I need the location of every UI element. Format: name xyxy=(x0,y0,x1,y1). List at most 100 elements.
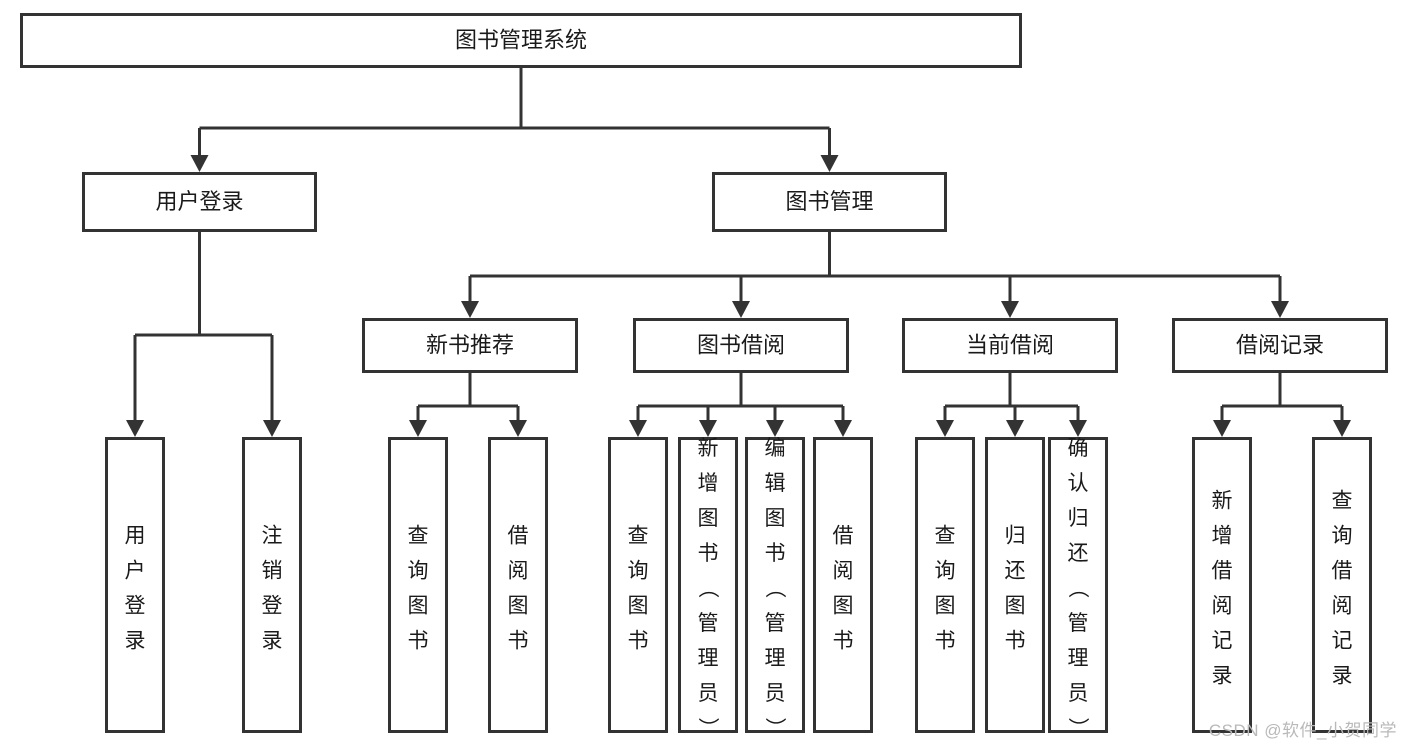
node-label-char: 借 xyxy=(1212,559,1233,582)
node-book-borrow[interactable]: 图书借阅 xyxy=(633,318,849,373)
node-label-char: 增 xyxy=(1212,524,1233,547)
node-label-char: 归 xyxy=(1005,524,1026,547)
node-label-char: 记 xyxy=(1212,629,1233,652)
node-borrow-record[interactable]: 借阅记录 xyxy=(1172,318,1388,373)
arrow-head xyxy=(1069,420,1087,437)
node-label-char: 图 xyxy=(833,594,854,617)
node-current-borrow[interactable]: 当前借阅 xyxy=(902,318,1118,373)
arrow-head xyxy=(820,155,839,172)
node-label-char: 借 xyxy=(1332,559,1353,582)
node-label-char: 登 xyxy=(262,594,283,617)
node-leaf-user-login[interactable]: 用户登录 xyxy=(105,437,165,733)
node-box xyxy=(608,437,668,733)
node-user-login[interactable]: 用户登录 xyxy=(82,172,317,232)
node-label: 当前借阅 xyxy=(966,332,1054,357)
node-label-char: 图 xyxy=(508,594,529,617)
node-new-book-recommend[interactable]: 新书推荐 xyxy=(362,318,578,373)
node-book-management[interactable]: 图书管理 xyxy=(712,172,947,232)
node-label-char: 查 xyxy=(628,524,649,547)
node-label-char: （ xyxy=(696,577,719,598)
node-label: 图书借阅 xyxy=(697,332,785,357)
arrow-head xyxy=(1006,420,1024,437)
node-layer: 图书管理系统用户登录图书管理新书推荐图书借阅当前借阅借阅记录用户登录注销登录查询… xyxy=(20,13,1388,739)
arrow-head xyxy=(732,301,750,318)
node-label-char: 图 xyxy=(935,594,956,617)
node-label-char: 书 xyxy=(935,629,956,652)
node-label-char: 销 xyxy=(262,559,283,582)
node-label-char: 员 xyxy=(765,682,786,705)
node-label-char: 录 xyxy=(262,629,283,652)
node-label: 用户登录 xyxy=(155,189,243,214)
node-label-char: 管 xyxy=(1068,612,1089,635)
node-box xyxy=(82,172,317,232)
node-label-char: 书 xyxy=(698,542,719,565)
node-box xyxy=(242,437,302,733)
node-label-char: 阅 xyxy=(508,559,529,582)
node-label-char: 图 xyxy=(698,507,719,530)
node-label-char: 还 xyxy=(1068,542,1089,565)
node-label-char: 员 xyxy=(698,682,719,705)
node-label-char: 询 xyxy=(408,559,429,582)
node-label-char: ） xyxy=(1066,717,1089,738)
node-label-char: 新 xyxy=(1212,489,1233,512)
node-label-char: 书 xyxy=(833,629,854,652)
node-label-char: 询 xyxy=(1332,524,1353,547)
node-label-char: 新 xyxy=(698,437,719,460)
node-box xyxy=(1172,318,1388,373)
arrow-head xyxy=(834,420,852,437)
arrow-head xyxy=(126,420,144,437)
node-label-char: 查 xyxy=(935,524,956,547)
node-label-char: 管 xyxy=(765,612,786,635)
node-label-char: 增 xyxy=(698,472,719,495)
node-label-char: 理 xyxy=(1068,647,1089,670)
node-box xyxy=(813,437,873,733)
node-label-char: 借 xyxy=(508,524,529,547)
node-label-char: 借 xyxy=(833,524,854,547)
node-root[interactable]: 图书管理系统 xyxy=(20,13,1022,68)
node-label-char: ） xyxy=(763,717,786,738)
arrow-head xyxy=(1333,420,1351,437)
node-label-char: 书 xyxy=(628,629,649,652)
node-box xyxy=(20,13,1022,68)
node-label-char: 编 xyxy=(765,437,786,460)
node-label-char: 记 xyxy=(1332,629,1353,652)
node-label-char: 辑 xyxy=(765,472,786,495)
node-box xyxy=(985,437,1045,733)
node-box xyxy=(902,318,1118,373)
node-label-char: 理 xyxy=(765,647,786,670)
node-label-char: 户 xyxy=(125,559,146,582)
arrow-head xyxy=(936,420,954,437)
node-label-char: ） xyxy=(696,717,719,738)
arrow-head xyxy=(409,420,427,437)
node-label-char: 阅 xyxy=(1212,594,1233,617)
node-label: 新书推荐 xyxy=(426,332,514,357)
node-label-char: 理 xyxy=(698,647,719,670)
node-label-char: 员 xyxy=(1068,682,1089,705)
node-label-char: 录 xyxy=(125,629,146,652)
node-box xyxy=(388,437,448,733)
node-label-char: 注 xyxy=(262,524,283,547)
node-box xyxy=(712,172,947,232)
node-box xyxy=(362,318,578,373)
node-label-char: 登 xyxy=(125,594,146,617)
node-label: 借阅记录 xyxy=(1236,332,1324,357)
node-box xyxy=(1192,437,1252,733)
watermark-label: CSDN @软件_小贺同学 xyxy=(1208,721,1397,740)
node-label-char: 询 xyxy=(935,559,956,582)
node-box xyxy=(745,437,805,733)
node-box xyxy=(1048,437,1108,733)
node-label-char: （ xyxy=(1066,577,1089,598)
node-label-char: 书 xyxy=(765,542,786,565)
